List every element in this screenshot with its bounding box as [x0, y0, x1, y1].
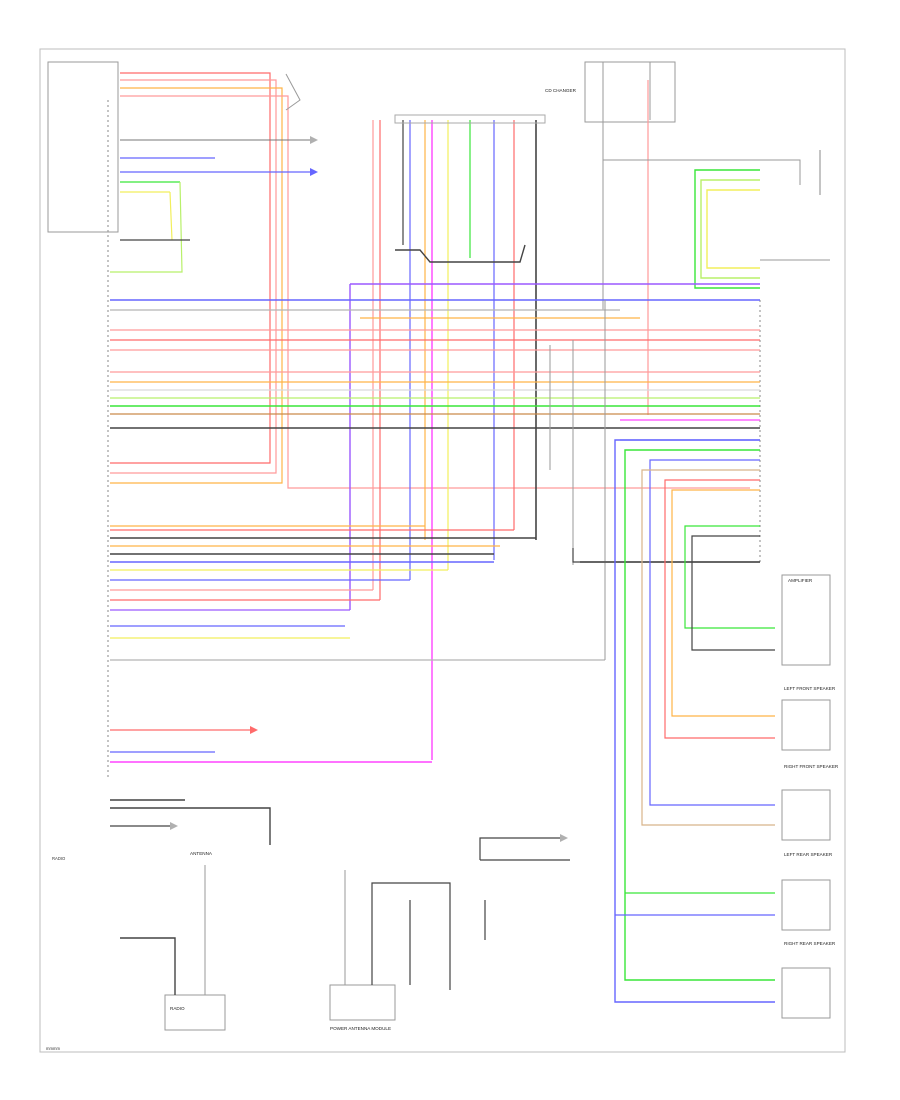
label-radio-module: RADIO: [170, 1006, 185, 1011]
speaker-drops: [614, 439, 775, 1003]
label-antenna: ANTENNA: [190, 851, 213, 856]
footer-code: mmmm: [46, 1046, 60, 1051]
top-left-bundle: [110, 72, 750, 489]
label-right-front-speaker: RIGHT FRONT SPEAKER: [784, 764, 839, 769]
label-cd-changer: CD CHANGER: [545, 88, 577, 93]
label-power-antenna: POWER ANTENNA MODULE: [330, 1026, 391, 1031]
left-front-speaker-box: [781, 699, 831, 751]
left-rear-speaker-box: [781, 879, 831, 931]
antenna-section: [110, 799, 271, 1031]
upper-left-stubs: [110, 136, 318, 273]
central-splices: [549, 300, 760, 660]
right-front-speaker-box: [781, 789, 831, 841]
label-left-front-speaker: LEFT FRONT SPEAKER: [784, 686, 836, 691]
power-antenna-section: [329, 834, 570, 1021]
speaker-boxes: [760, 259, 831, 1019]
top-right-fuses: [584, 61, 801, 415]
label-left-rear-speaker: LEFT REAR SPEAKER: [784, 852, 833, 857]
diagram-frame: [39, 48, 846, 1053]
upper-right-green-group: [694, 150, 821, 289]
top-center-connectors: [372, 114, 546, 760]
lower-harness: [110, 525, 760, 763]
antenna-module-box: [164, 994, 226, 1031]
left-marker: RADIO: [52, 856, 66, 861]
power-antenna-box: [329, 984, 396, 1021]
amplifier-box: [781, 574, 831, 666]
top-left-module-box: [47, 61, 119, 233]
main-harness: [110, 283, 760, 610]
label-amplifier: AMPLIFIER: [788, 578, 813, 583]
label-right-rear-speaker: RIGHT REAR SPEAKER: [784, 941, 836, 946]
right-rear-speaker-box: [781, 967, 831, 1019]
